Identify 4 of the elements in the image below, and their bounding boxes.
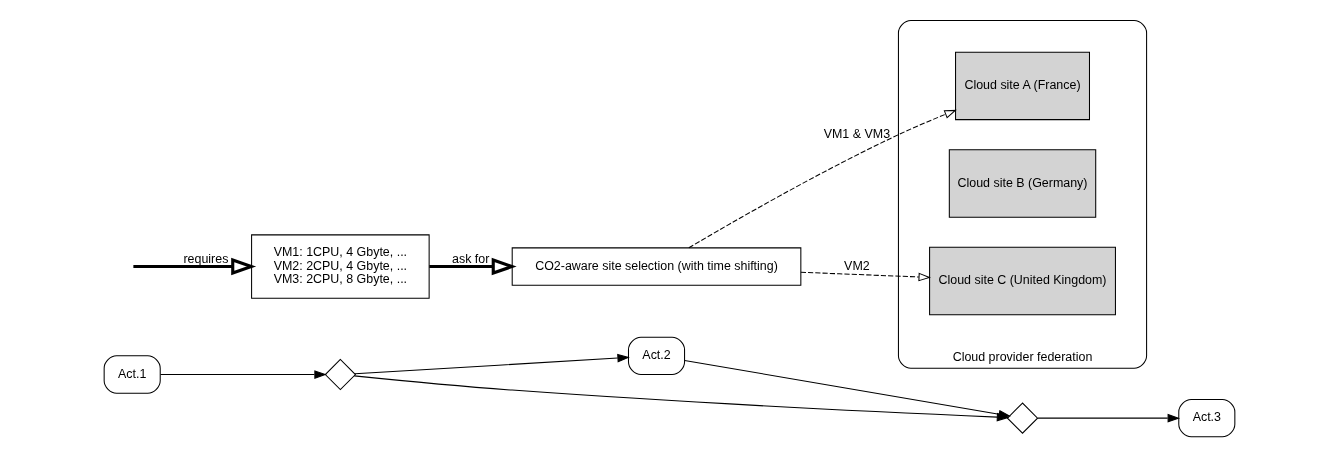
edge-label: VM2 (843, 259, 870, 274)
edge-label: requires (182, 252, 228, 267)
edge-label: ask for (451, 252, 489, 267)
edge-label: VM1 & VM3 (823, 127, 890, 142)
